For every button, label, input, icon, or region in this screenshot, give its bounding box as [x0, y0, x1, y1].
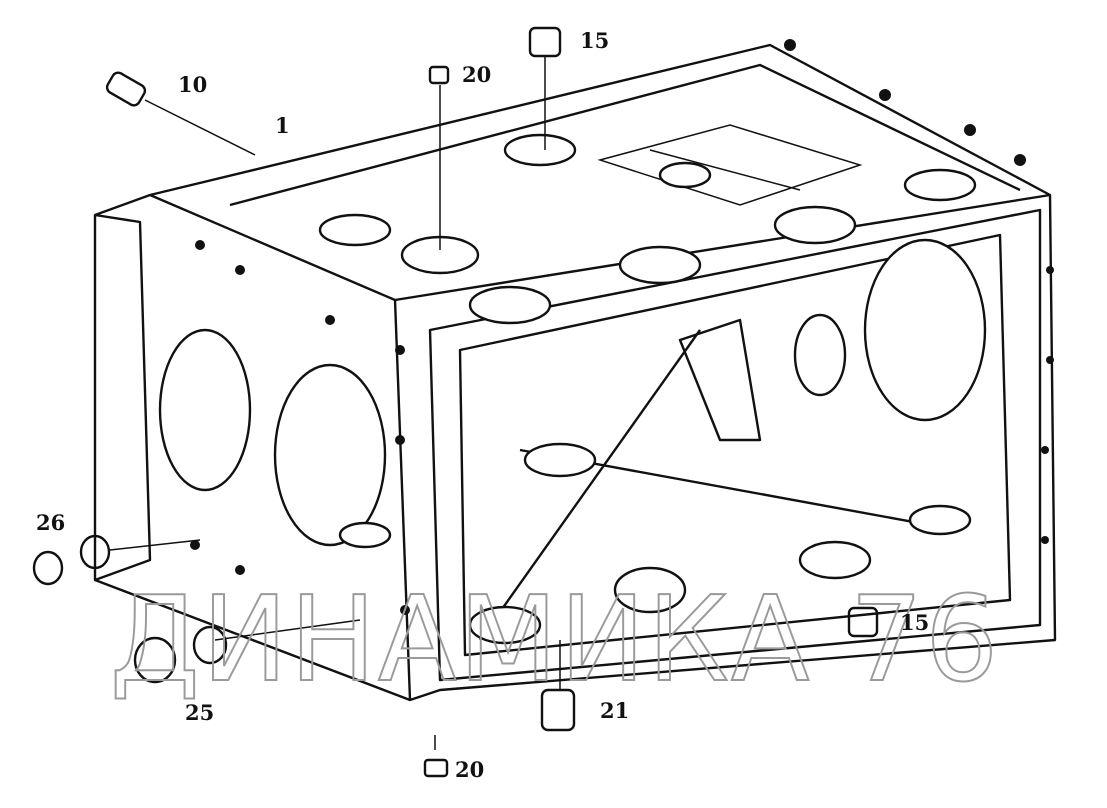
bushing-25a-icon	[133, 636, 177, 684]
label-10: 10	[178, 72, 207, 97]
label-26: 26	[36, 510, 65, 535]
label-15-right: 15	[900, 610, 929, 635]
plug-21-icon	[540, 688, 576, 732]
label-21: 21	[600, 698, 629, 723]
gearbox-housing	[93, 39, 1057, 702]
small-parts	[32, 26, 879, 778]
plug-10-icon	[105, 71, 147, 107]
bushing-26b-icon	[79, 534, 111, 570]
leader-lines	[109, 55, 561, 750]
plug-15-icon	[528, 26, 562, 58]
label-20-bottom: 20	[455, 757, 484, 782]
plug-15b-icon	[847, 606, 879, 638]
label-25: 25	[185, 700, 214, 725]
bushing-25b-icon	[192, 625, 228, 665]
plug-20b-icon	[423, 758, 449, 778]
label-15-top: 15	[580, 28, 609, 53]
bushing-26a-icon	[32, 550, 64, 586]
label-20-top: 20	[462, 62, 491, 87]
watermark: ДИНАМИКА 76	[110, 570, 1000, 708]
plug-20-icon	[428, 65, 450, 85]
label-1: 1	[275, 113, 290, 138]
